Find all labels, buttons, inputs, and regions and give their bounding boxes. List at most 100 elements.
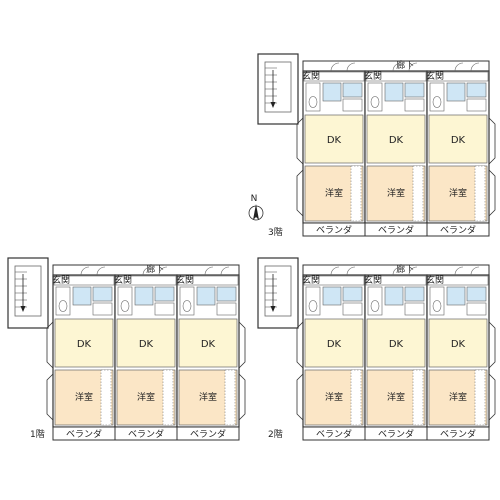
entrance-label: 玄関 (364, 70, 382, 82)
western-room-label: 洋室 (387, 391, 405, 403)
bath-icon (384, 286, 404, 306)
balcony (426, 426, 490, 441)
door-swing (330, 62, 340, 72)
stair-well (14, 265, 42, 317)
toilet-icon (182, 300, 192, 312)
toilet-icon (432, 300, 442, 312)
door-swing (96, 266, 106, 276)
bay-window (296, 117, 304, 165)
closet (224, 369, 236, 426)
door-swing (346, 62, 356, 72)
wet-area (429, 286, 487, 316)
dk-label: DK (389, 339, 404, 350)
dk-room (366, 114, 426, 164)
bay-window (238, 373, 246, 421)
entrance-label: 玄関 (302, 274, 320, 286)
balcony-label: ベランダ (440, 428, 476, 440)
dk-room (428, 318, 488, 368)
toilet-icon (58, 300, 68, 312)
closet (474, 369, 486, 426)
stair-well (264, 61, 292, 113)
entrance-area (427, 275, 489, 286)
toilet-icon (370, 300, 380, 312)
bay-window (488, 321, 496, 369)
toilet-icon (308, 300, 318, 312)
dk-label: DK (451, 339, 466, 350)
washer-space (92, 302, 113, 316)
compass-label: N (251, 194, 258, 204)
bath-icon (134, 286, 154, 306)
bath-icon (322, 82, 342, 102)
entrance-label: 玄関 (114, 274, 132, 286)
wet-area (305, 82, 363, 112)
bath-icon (446, 82, 466, 102)
floor-label: 2階 (268, 429, 283, 440)
entrance-label: 玄関 (52, 274, 70, 286)
door-swing (454, 62, 464, 72)
bay-window (46, 373, 54, 421)
washbasin-icon (92, 286, 113, 302)
door-swing (454, 266, 464, 276)
washbasin-icon (342, 286, 363, 302)
door-swing (330, 266, 340, 276)
bay-window (296, 169, 304, 217)
dk-room (428, 114, 488, 164)
balcony-label: ベランダ (378, 428, 414, 440)
door-swing (408, 266, 418, 276)
entrance-area (303, 275, 365, 286)
washbasin-icon (154, 286, 175, 302)
stair-arrow-head (20, 306, 26, 312)
floor-label: 3階 (268, 227, 283, 238)
stair-arrow-head (270, 102, 276, 108)
western-room-label: 洋室 (387, 187, 405, 199)
entrance-area (365, 71, 427, 82)
washbasin-icon (466, 286, 487, 302)
dk-label: DK (77, 339, 92, 350)
bay-window (296, 321, 304, 369)
wet-area (367, 82, 425, 112)
western-room-label: 洋室 (75, 391, 93, 403)
north-arrow-icon (253, 204, 259, 220)
bay-window (46, 321, 54, 369)
dk-label: DK (327, 135, 342, 146)
entrance-area (427, 71, 489, 82)
washer-space (404, 302, 425, 316)
entrance-label: 玄関 (426, 70, 444, 82)
dk-label: DK (201, 339, 216, 350)
wet-area (55, 286, 113, 316)
door-swing (470, 62, 480, 72)
western-room-label: 洋室 (137, 391, 155, 403)
closet (412, 165, 424, 222)
wet-area (179, 286, 237, 316)
balcony-label: ベランダ (378, 224, 414, 236)
closet (162, 369, 174, 426)
entrance-area (365, 275, 427, 286)
door-swing (392, 62, 402, 72)
balcony-label: ベランダ (316, 224, 352, 236)
dk-room (304, 114, 364, 164)
closet (412, 369, 424, 426)
dk-room (178, 318, 238, 368)
closet (474, 165, 486, 222)
washer-space (466, 98, 487, 112)
washer-space (342, 98, 363, 112)
wet-area (305, 286, 363, 316)
closet (100, 369, 112, 426)
bath-icon (384, 82, 404, 102)
wet-area (117, 286, 175, 316)
wet-area (429, 82, 487, 112)
balcony (426, 222, 490, 237)
entrance-area (115, 275, 177, 286)
entrance-label: 玄関 (302, 70, 320, 82)
western-room-label: 洋室 (325, 391, 343, 403)
stair-block (7, 257, 49, 329)
bath-icon (322, 286, 342, 306)
